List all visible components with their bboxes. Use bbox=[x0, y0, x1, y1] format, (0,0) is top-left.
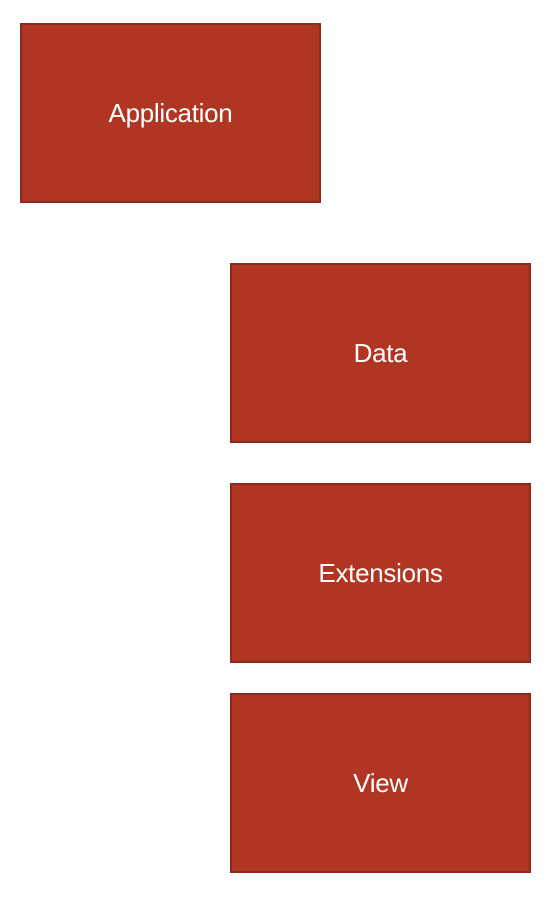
view-label: View bbox=[353, 767, 408, 798]
application-label: Application bbox=[108, 97, 233, 128]
extensions-label: Extensions bbox=[318, 557, 443, 588]
application-box: Application bbox=[20, 23, 321, 203]
view-box: View bbox=[230, 693, 531, 873]
data-label: Data bbox=[353, 337, 408, 368]
extensions-box: Extensions bbox=[230, 483, 531, 663]
data-box: Data bbox=[230, 263, 531, 443]
